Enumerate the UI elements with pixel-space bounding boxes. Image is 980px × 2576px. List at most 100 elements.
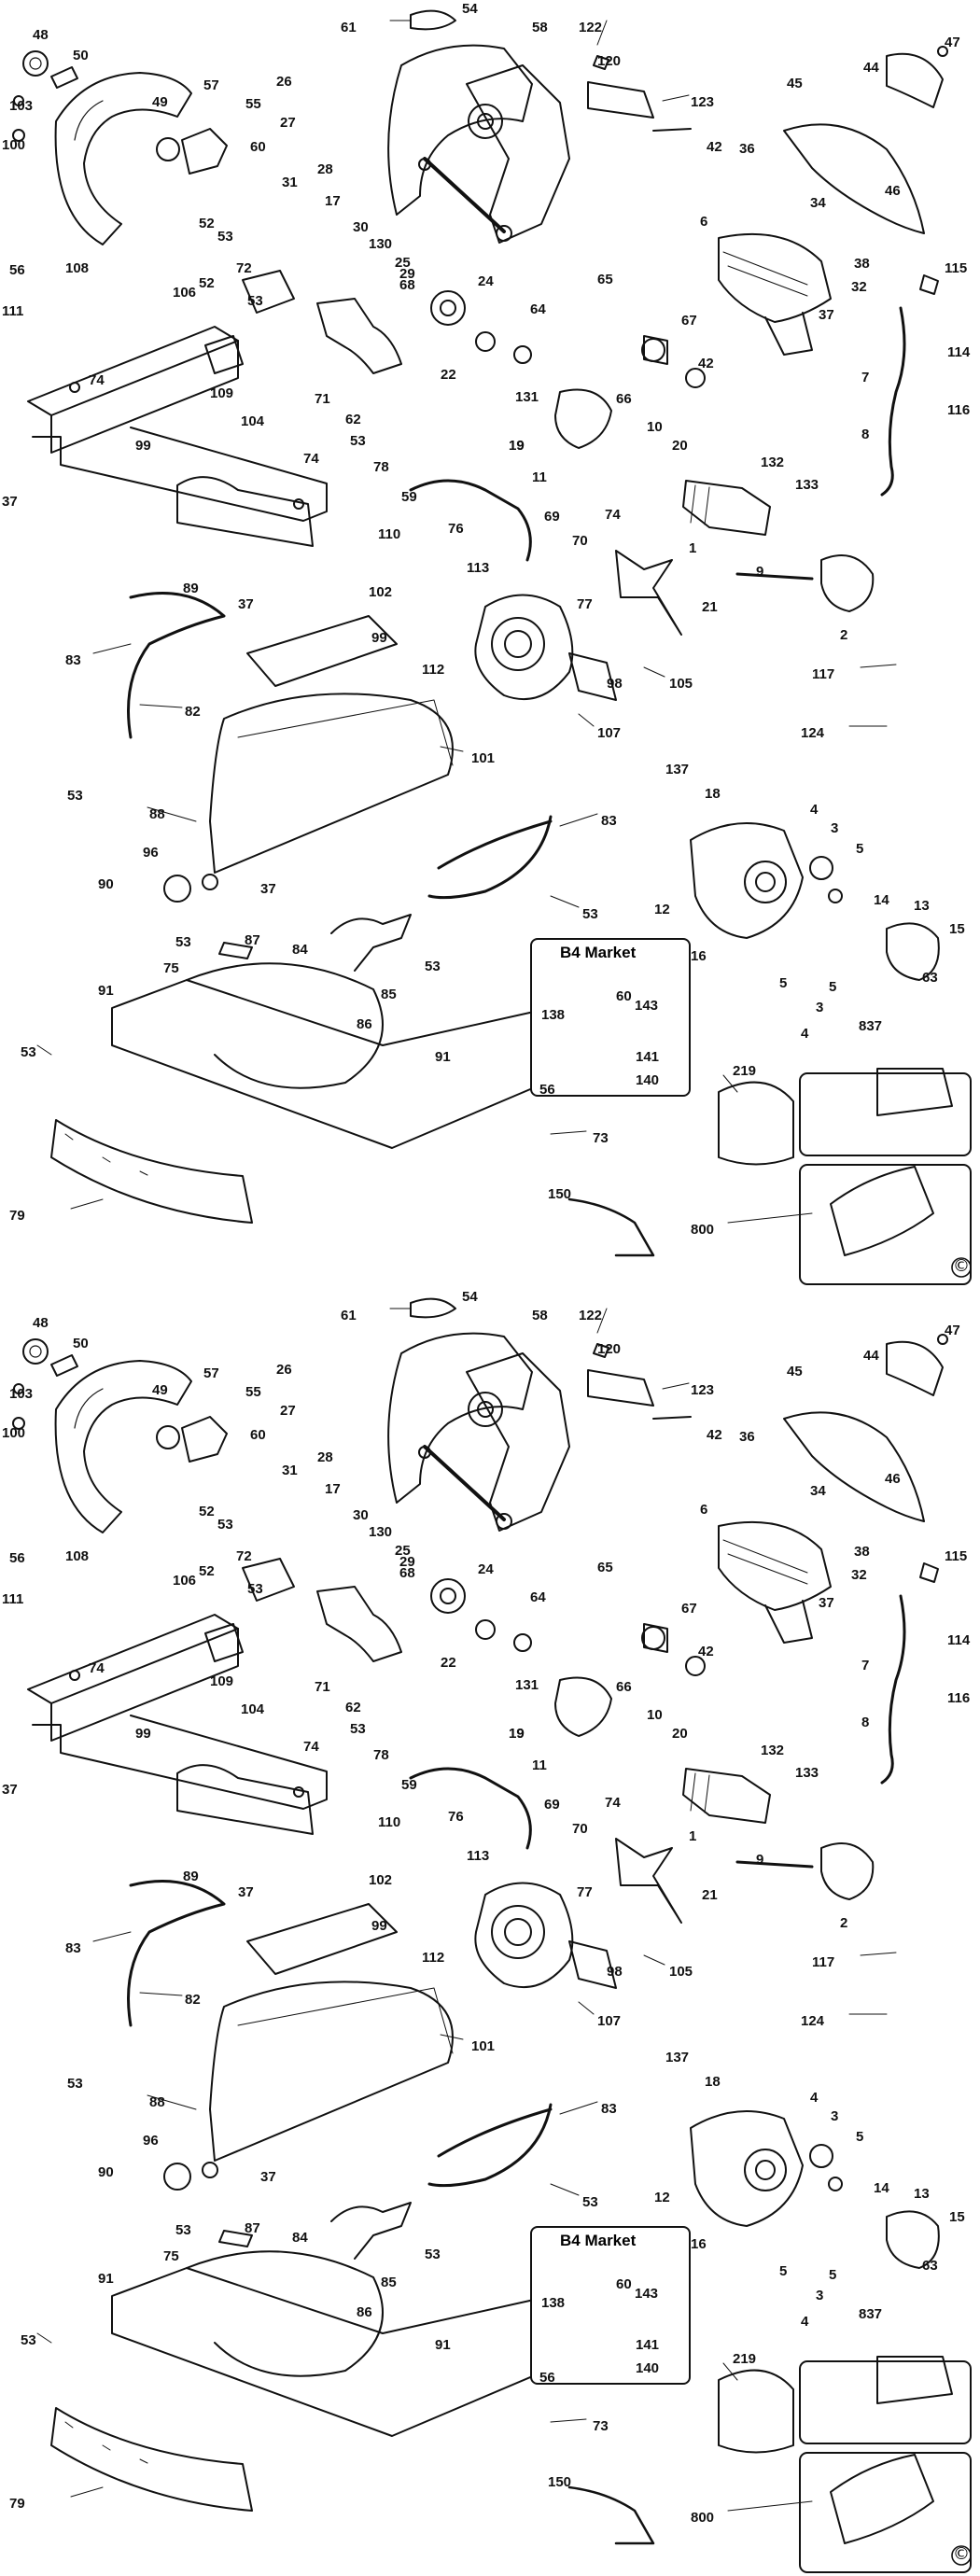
part-number-label: 102	[369, 584, 393, 600]
part-number-label: 24	[478, 1561, 494, 1577]
part-number-label: 53	[582, 2194, 598, 2210]
part-number-label: 54	[462, 1, 478, 17]
part-number-label: 15	[949, 921, 965, 937]
part-number-label: 73	[593, 1130, 609, 1146]
part-number-label: 53	[67, 2076, 83, 2092]
part-number-label: 115	[945, 1548, 968, 1564]
part-number-label: 45	[787, 76, 803, 91]
part-number-label: 8	[861, 1715, 870, 1730]
part-number-label: 12	[654, 2190, 670, 2205]
part-number-label: 38	[854, 256, 870, 272]
part-number-label: 4	[801, 2314, 809, 2330]
part-number-label: 4	[810, 802, 819, 818]
part-number-label: 64	[530, 301, 546, 317]
part-number-label: 91	[98, 983, 114, 999]
part-number-label: 27	[280, 1403, 296, 1419]
part-number-label: 56	[9, 262, 25, 278]
part-number-label: 63	[922, 970, 938, 986]
part-number-label: 3	[831, 2108, 839, 2124]
part-number-label: 800	[691, 2510, 715, 2526]
part-number-label: 56	[539, 1082, 555, 1098]
part-number-label: 10	[647, 1707, 663, 1723]
copyright-mark: ©	[953, 2544, 970, 2564]
part-number-label: 77	[577, 596, 593, 612]
part-number-label: 53	[350, 1721, 366, 1737]
part-number-label: 72	[236, 260, 252, 276]
part-number-label: 99	[371, 1918, 387, 1934]
part-number-label: 102	[369, 1872, 393, 1888]
b4-market-inset: B4 Market	[530, 2226, 691, 2385]
part-number-label: 103	[9, 1386, 34, 1402]
part-number-label: 111	[2, 303, 24, 319]
part-number-label: 1	[689, 1828, 697, 1844]
part-number-label: 99	[135, 1726, 151, 1742]
part-number-label: 86	[357, 2304, 372, 2320]
part-number-label: 74	[303, 1739, 319, 1755]
part-number-label: 123	[691, 94, 715, 110]
part-number-label: 68	[399, 277, 415, 293]
part-number-label: 37	[2, 1782, 18, 1798]
part-number-label: 78	[373, 1747, 389, 1763]
part-number-label: 105	[669, 676, 693, 692]
part-number-label: 16	[691, 948, 707, 964]
part-number-label: 31	[282, 1463, 298, 1478]
part-number-label: 52	[199, 216, 215, 231]
part-number-label: 88	[149, 806, 165, 822]
part-number-label: 132	[761, 1743, 785, 1758]
part-number-label: 59	[401, 489, 417, 505]
part-number-label: 44	[863, 60, 879, 76]
part-number-label: 123	[691, 1382, 715, 1398]
part-number-label: 61	[341, 20, 357, 35]
part-number-label: 91	[98, 2271, 114, 2287]
part-number-label: 49	[152, 94, 168, 110]
part-number-label: 110	[378, 526, 401, 542]
part-number-label: 113	[467, 560, 490, 576]
part-number-label: 87	[245, 2220, 260, 2236]
part-number-label: 108	[65, 260, 90, 276]
part-number-label: 113	[467, 1848, 490, 1864]
part-number-label: 56	[539, 2370, 555, 2386]
part-number-label: 10	[647, 419, 663, 435]
part-number-label: 9	[756, 564, 764, 580]
part-number-label: 19	[509, 438, 525, 454]
part-number-label: 133	[795, 1765, 819, 1781]
part-number-label: 52	[199, 275, 215, 291]
part-number-label: 114	[947, 1632, 971, 1648]
part-number-label: 8	[861, 427, 870, 442]
part-number-label: 37	[238, 1884, 254, 1900]
part-number-label: 143	[635, 2286, 659, 2302]
part-number-label: 28	[317, 1449, 333, 1465]
part-number-label: 7	[861, 370, 870, 385]
part-number-label: 111	[2, 1591, 24, 1607]
part-number-label: 89	[183, 581, 199, 596]
part-number-label: 11	[532, 469, 547, 485]
part-number-label: 76	[448, 1809, 464, 1825]
part-number-label: 48	[33, 27, 49, 43]
part-number-label: 70	[572, 1821, 588, 1837]
copyright-mark: ©	[953, 1256, 970, 1276]
part-number-label: 29	[399, 1554, 415, 1570]
part-number-label: 79	[9, 1208, 25, 1224]
part-number-label: 140	[636, 1072, 660, 1088]
part-number-label: 60	[616, 988, 632, 1004]
part-number-label: 21	[702, 599, 718, 615]
part-number-label: 53	[21, 1044, 36, 1060]
part-number-label: 82	[185, 1992, 201, 2008]
part-number-label: 4	[810, 2090, 819, 2106]
part-number-label: 59	[401, 1777, 417, 1793]
exploded-view-drawing	[12, 1297, 972, 2573]
part-number-label: 82	[185, 704, 201, 720]
part-number-label: 17	[325, 193, 341, 209]
part-number-label: 53	[247, 293, 263, 309]
part-number-label: 22	[441, 367, 456, 383]
part-number-label: 86	[357, 1016, 372, 1032]
part-number-label: 53	[175, 2222, 191, 2238]
part-number-label: 143	[635, 998, 659, 1014]
part-number-label: 53	[247, 1581, 263, 1597]
part-number-label: 72	[236, 1548, 252, 1564]
b4-market-inset: B4 Market	[530, 938, 691, 1097]
part-number-label: 69	[544, 1797, 560, 1813]
part-number-label: 22	[441, 1655, 456, 1671]
